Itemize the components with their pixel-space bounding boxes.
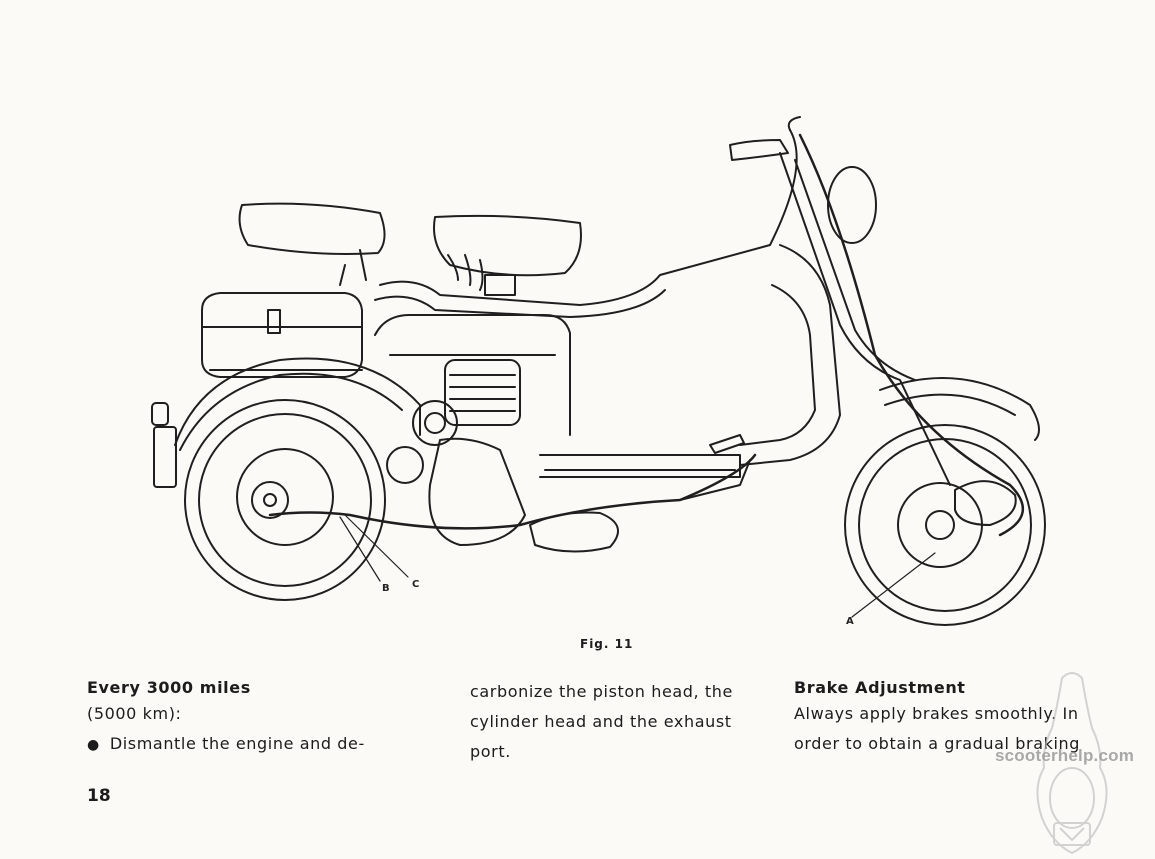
page-number: 18 [87, 786, 111, 806]
brake-heading: Brake Adjustment [794, 678, 966, 697]
left-line-2: Dismantle the engine and de- [109, 734, 365, 753]
middle-line-1: carbonize the piston head, the [470, 682, 733, 701]
middle-line-3: port. [470, 742, 511, 761]
right-column: Brake Adjustment Always apply brakes smo… [794, 677, 1124, 759]
callout-label-a: A [846, 616, 854, 627]
watermark-scooter-icon [992, 668, 1152, 855]
maintenance-heading: Every 3000 miles [87, 678, 251, 697]
middle-line-2: cylinder head and the exhaust [470, 712, 732, 731]
bullet-item: ● Dismantle the engine and de- [87, 729, 427, 760]
callout-label-b: B [382, 583, 390, 594]
left-line-1: (5000 km): [87, 704, 182, 723]
left-column: Every 3000 miles (5000 km): ● Dismantle t… [87, 677, 427, 760]
right-line-2: order to obtain a gradual braking [794, 734, 1081, 753]
figure-caption: Fig. 11 [580, 637, 634, 651]
callout-label-c: C [412, 579, 420, 590]
bullet-icon: ● [87, 737, 100, 753]
watermark-text: scooterhelp.com [995, 746, 1135, 765]
middle-column: carbonize the piston head, the cylinder … [470, 677, 775, 767]
scooter-illustration [140, 105, 1070, 635]
right-line-1: Always apply brakes smoothly. In [794, 704, 1079, 723]
